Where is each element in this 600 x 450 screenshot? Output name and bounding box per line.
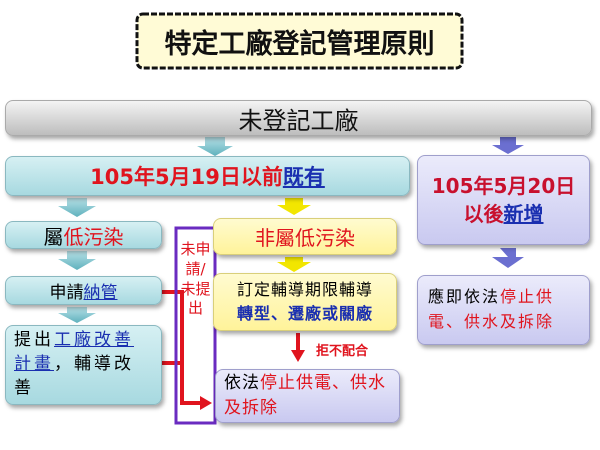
new-word: 新增	[503, 202, 544, 226]
guidance-box: 訂定輔導期限輔導 轉型、遷廠或關廠	[213, 273, 397, 331]
new-prefix: 以後	[463, 202, 504, 226]
existing-word: 既有	[282, 165, 325, 189]
stop-new-prefix: 應即依法	[428, 287, 501, 307]
apply-prefix: 申請	[49, 283, 84, 303]
guide-line2: 轉型、遷廠或關廠	[236, 304, 373, 323]
refuse-label: 拒不配合	[316, 344, 369, 359]
arrow-down-icon	[58, 307, 96, 323]
existing-factory-box: 105年5月19日以前既有	[5, 156, 410, 196]
arrow-down-icon	[58, 198, 96, 217]
arrow-down-icon	[492, 137, 524, 154]
stop-existing-box: 依法停止供電、供水及拆除	[215, 369, 400, 423]
low-word: 低污染	[63, 224, 124, 249]
apply-box: 申請納管	[5, 276, 162, 305]
page-title: 特定工廠登記管理原則	[164, 28, 435, 60]
arrow-down-icon	[197, 137, 233, 156]
unregistered-factory-bar: 未登記工廠	[5, 100, 592, 136]
low-prefix: 屬	[43, 224, 64, 249]
non-low-pollution-box: 非屬低污染	[213, 218, 397, 255]
stop-new-box: 應即依法停止供電、供水及拆除	[417, 275, 590, 345]
plan-suffix: ，輔導改善	[14, 354, 134, 398]
stop-existing-prefix: 依法	[224, 373, 260, 394]
stop-existing-word: 停止供電、供水及拆除	[224, 373, 386, 418]
low-pollution-box: 屬低污染	[5, 221, 162, 249]
arrow-down-icon	[277, 257, 311, 272]
arrow-down-icon	[277, 198, 311, 215]
arrow-right-icon	[200, 396, 212, 410]
plan-word: 工廠改善計畫	[14, 330, 134, 375]
stop-new-word: 停止供電、供水及拆除	[428, 287, 555, 331]
guide-line1: 訂定輔導期限輔導	[236, 280, 373, 299]
improvement-plan-box: 提出工廠改善計畫，輔導改善	[5, 325, 162, 405]
plan-prefix: 提出	[14, 330, 54, 351]
apply-word: 納管	[83, 283, 118, 303]
title-frame	[135, 12, 464, 70]
arrow-down-icon	[291, 350, 305, 362]
existing-date: 105年5月19日以前	[90, 165, 283, 189]
not-apply-label: 未申請/未提出	[180, 240, 211, 318]
new-factory-box: 105年5月20日 以後新增	[417, 155, 590, 245]
arrow-down-icon	[58, 251, 96, 270]
new-date: 105年5月20日	[431, 174, 576, 198]
arrow-down-icon	[492, 248, 524, 268]
